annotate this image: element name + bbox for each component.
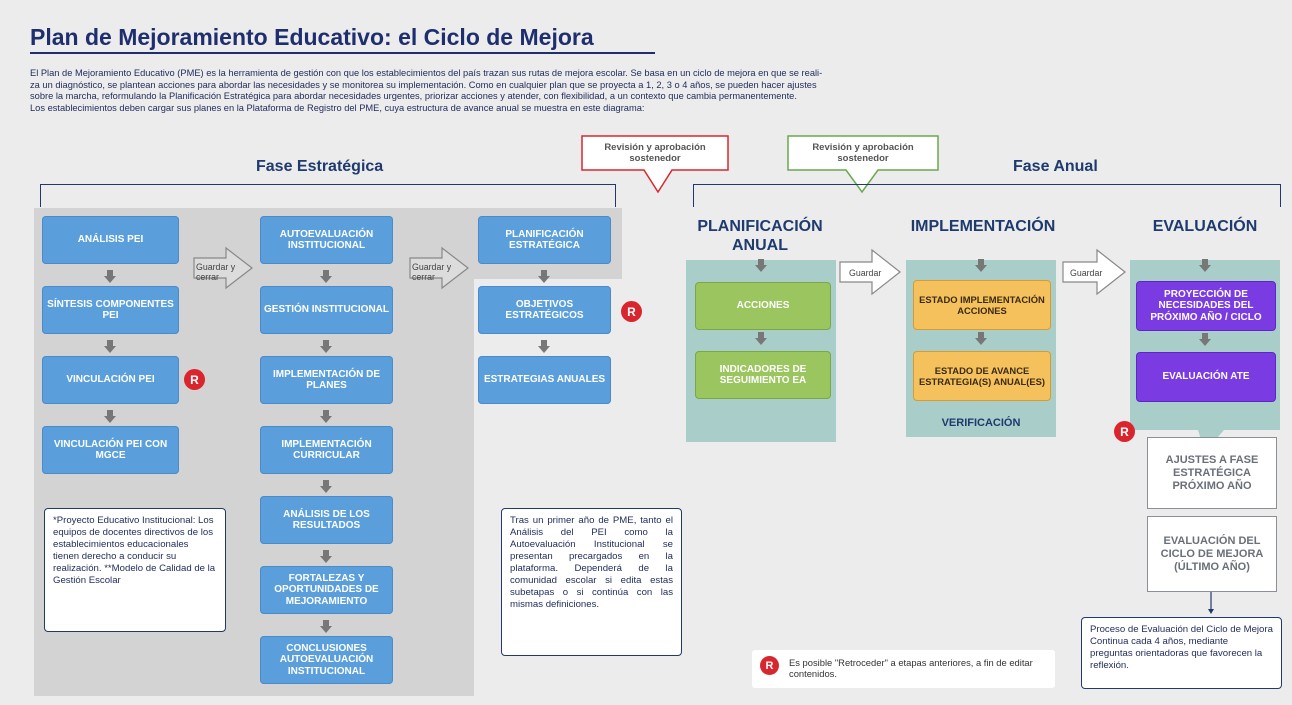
guardar-label: Guardar xyxy=(1070,268,1103,278)
note-primer-anio: Tras un primer año de PME, tanto el Anál… xyxy=(501,508,682,656)
stage-planificacion-anual: PLANIFICACIÓN ANUAL xyxy=(697,218,823,254)
box-acciones: ACCIONES xyxy=(695,282,831,330)
arrow-down-icon xyxy=(320,340,332,353)
stage-evaluacion: EVALUACIÓN xyxy=(1152,218,1258,235)
box-implementacion-curricular: IMPLEMENTACIÓN CURRICULAR xyxy=(260,426,393,474)
box-vinculacion-mgce: VINCULACIÓN PEI CON MGCE xyxy=(42,426,179,474)
retroceder-badge: R xyxy=(184,369,205,390)
verificacion-label: VERIFICACIÓN xyxy=(941,417,1021,429)
arrow-down-icon xyxy=(320,480,332,493)
revision-label-green: Revisión y aprobación sostenedor xyxy=(812,142,914,164)
box-evaluacion-ciclo: EVALUACIÓN DEL CICLO DE MEJORA (ÚLTIMO A… xyxy=(1147,516,1277,592)
arrow-down-icon xyxy=(1199,259,1211,272)
box-estrategias-anuales: ESTRATEGIAS ANUALES xyxy=(478,356,611,404)
box-analisis-resultados: ANÁLISIS DE LOS RESULTADOS xyxy=(260,496,393,544)
revision-callout-green xyxy=(787,135,939,194)
arrow-down-icon xyxy=(755,259,767,272)
box-proyeccion-necesidades: PROYECCIÓN DE NECESIDADES DEL PRÓXIMO AÑ… xyxy=(1136,281,1276,331)
box-objetivos-estrategicos: OBJETIVOS ESTRATÉGICOS xyxy=(478,286,611,334)
fase-estrategica-title: Fase Estratégica xyxy=(256,158,384,175)
box-evaluacion-ate: EVALUACIÓN ATE xyxy=(1136,352,1276,402)
arrow-down-icon xyxy=(538,340,550,353)
box-fortalezas: FORTALEZAS Y OPORTUNIDADES DE MEJORAMIEN… xyxy=(260,566,393,614)
intro-line: Los establecimientos deben cargar sus pl… xyxy=(30,102,645,113)
box-estado-avance: ESTADO DE AVANCE ESTRATEGIA(S) ANUAL(ES) xyxy=(913,351,1051,401)
note-pei-mgce: *Proyecto Educativo Institucional: Los e… xyxy=(44,508,226,632)
note-evaluacion-ciclo: Proceso de Evaluación del Ciclo de Mejor… xyxy=(1081,617,1282,689)
arrow-down-icon xyxy=(975,259,987,272)
legend-text: Es posible "Retroceder" a etapas anterio… xyxy=(789,657,1033,679)
box-vinculacion-pei: VINCULACIÓN PEI xyxy=(42,356,179,404)
stage-implementacion: IMPLEMENTACIÓN xyxy=(910,218,1056,235)
retroceder-badge: R xyxy=(1114,421,1135,442)
guardar-cerrar-arrow-2 xyxy=(409,246,469,290)
box-implementacion-planes: IMPLEMENTACIÓN DE PLANES xyxy=(260,356,393,404)
guardar-arrow-anual-1 xyxy=(839,248,901,296)
box-analisis-pei: ANÁLISIS PEI xyxy=(42,216,179,264)
box-gestion-institucional: GESTIÓN INSTITUCIONAL xyxy=(260,286,393,334)
fase-anual-bracket xyxy=(693,184,1281,207)
fase-anual-title: Fase Anual xyxy=(1013,158,1098,175)
ciclo-connector-head xyxy=(1208,609,1214,614)
retroceder-badge: R xyxy=(760,656,779,675)
arrow-down-icon xyxy=(104,410,116,423)
intro-line: sobre la marcha, reformulando la Planifi… xyxy=(30,91,797,102)
title-underline xyxy=(30,52,655,54)
box-ajustes-fase-estrategica: AJUSTES A FASE ESTRATÉGICA PRÓXIMO AÑO xyxy=(1147,437,1277,509)
retroceder-badge: R xyxy=(621,301,642,322)
arrow-down-icon xyxy=(104,340,116,353)
intro-line: El Plan de Mejoramiento Educativo (PME) … xyxy=(30,68,823,78)
revision-label-red: Revisión y aprobación sostenedor xyxy=(604,142,706,164)
guardar-cerrar-arrow-1 xyxy=(193,246,253,290)
page-title: Plan de Mejoramiento Educativo: el Ciclo… xyxy=(30,24,594,50)
arrow-down-icon xyxy=(755,332,767,345)
arrow-down-icon xyxy=(104,270,116,283)
box-conclusiones: CONCLUSIONES AUTOEVALUACIÓN INSTITUCIONA… xyxy=(260,636,393,684)
arrow-down-icon xyxy=(1199,333,1211,346)
legend-box xyxy=(752,650,1055,688)
guardar-cerrar-label: Guardar y cerrar xyxy=(196,262,236,282)
arrow-down-icon xyxy=(538,270,550,283)
box-indicadores: INDICADORES DE SEGUIMIENTO EA xyxy=(695,351,831,399)
intro-line: za un diagnóstico, se plantean acciones … xyxy=(30,79,817,90)
arrow-down-icon xyxy=(320,620,332,633)
arrow-down-icon xyxy=(975,332,987,345)
guardar-cerrar-label: Guardar y cerrar xyxy=(412,262,452,282)
box-planificacion-estrategica: PLANIFICACIÓN ESTRATÉGICA xyxy=(478,216,611,264)
revision-callout-red xyxy=(581,135,729,194)
arrow-down-icon xyxy=(320,410,332,423)
box-autoevaluacion: AUTOEVALUACIÓN INSTITUCIONAL xyxy=(260,216,393,264)
guardar-label: Guardar xyxy=(849,268,882,278)
arrow-down-icon xyxy=(320,270,332,283)
box-sintesis-componentes: SÍNTESIS COMPONENTES PEI xyxy=(42,286,179,334)
fase-estrategica-bracket xyxy=(40,184,616,207)
intro-paragraph: El Plan de Mejoramiento Educativo (PME) … xyxy=(30,68,1265,114)
guardar-arrow-anual-2 xyxy=(1062,248,1126,296)
arrow-down-icon xyxy=(320,550,332,563)
box-estado-implementacion: ESTADO IMPLEMENTACIÓN ACCIONES xyxy=(913,280,1051,330)
